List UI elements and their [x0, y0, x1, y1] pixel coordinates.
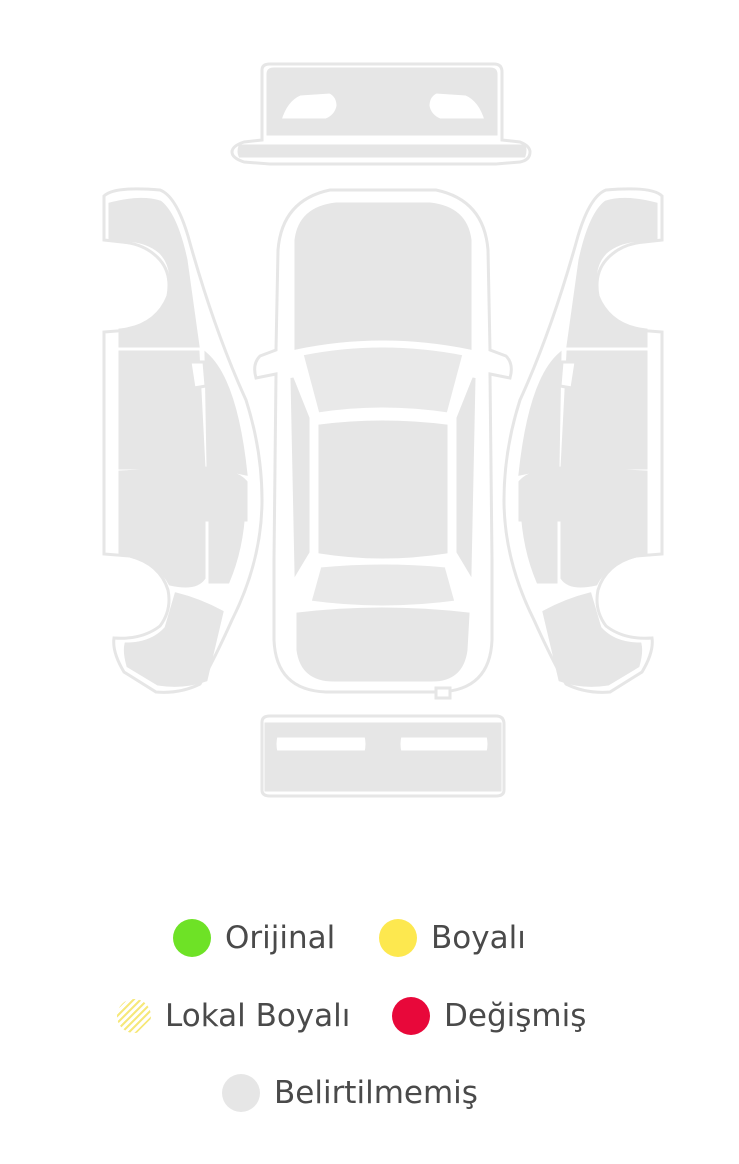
degismis-swatch-icon [392, 997, 430, 1035]
roof-panel[interactable] [318, 420, 448, 559]
left-front-door-glass [204, 350, 248, 476]
legend-row-3: Belirtilmemiş [0, 1073, 739, 1133]
legend-item-lokal-boyali: Lokal Boyalı [117, 996, 350, 1036]
left-rear-fender[interactable] [123, 592, 224, 687]
left-headlight [277, 90, 340, 122]
legend-label-belirtilmemis: Belirtilmemiş [274, 1075, 478, 1111]
rear-antenna [434, 686, 452, 700]
legend-item-belirtilmemis: Belirtilmemiş [222, 1073, 478, 1113]
left-tail-light [273, 734, 369, 754]
left-side-glass [290, 377, 310, 578]
left-rear-door-glass [208, 478, 246, 584]
windshield [300, 344, 466, 416]
rear-window [308, 561, 458, 609]
boyali-swatch-icon [379, 919, 417, 957]
right-rear-fender[interactable] [542, 592, 643, 687]
left-rear-door[interactable] [118, 472, 206, 588]
right-side-panels [502, 187, 664, 694]
legend-label-boyali: Boyalı [431, 920, 526, 956]
right-rear-door[interactable] [560, 472, 648, 588]
right-front-door-glass [518, 350, 562, 476]
legend-row-2: Lokal Boyalı Değişmiş [0, 996, 739, 1056]
right-front-fender[interactable] [566, 197, 658, 348]
legend-label-degismis: Değişmiş [444, 998, 587, 1034]
legend-label-lokal-boyali: Lokal Boyalı [165, 998, 351, 1034]
rear-bumper[interactable] [260, 714, 506, 798]
belirtilmemis-swatch-icon [222, 1074, 260, 1112]
right-side-glass [456, 377, 476, 578]
left-front-fender[interactable] [108, 197, 200, 348]
orijinal-swatch-icon [173, 919, 211, 957]
legend-item-orijinal: Orijinal [173, 918, 335, 958]
left-side-panels [102, 187, 264, 694]
front-bumper[interactable] [230, 62, 532, 166]
legend-label-orijinal: Orijinal [225, 920, 336, 956]
legend-item-degismis: Değişmiş [392, 996, 586, 1036]
right-rear-door-glass [520, 478, 558, 584]
lokal-boyali-swatch-icon [117, 999, 151, 1033]
right-tail-light [397, 734, 491, 754]
legend-item-boyali: Boyalı [379, 918, 526, 958]
right-headlight [426, 90, 489, 122]
left-mirror [188, 360, 208, 390]
hood-panel[interactable] [294, 202, 472, 350]
legend-row-1: Orijinal Boyalı [0, 918, 739, 978]
trunk-panel[interactable] [296, 607, 470, 682]
right-mirror [558, 360, 578, 390]
car-damage-diagram [102, 62, 664, 798]
